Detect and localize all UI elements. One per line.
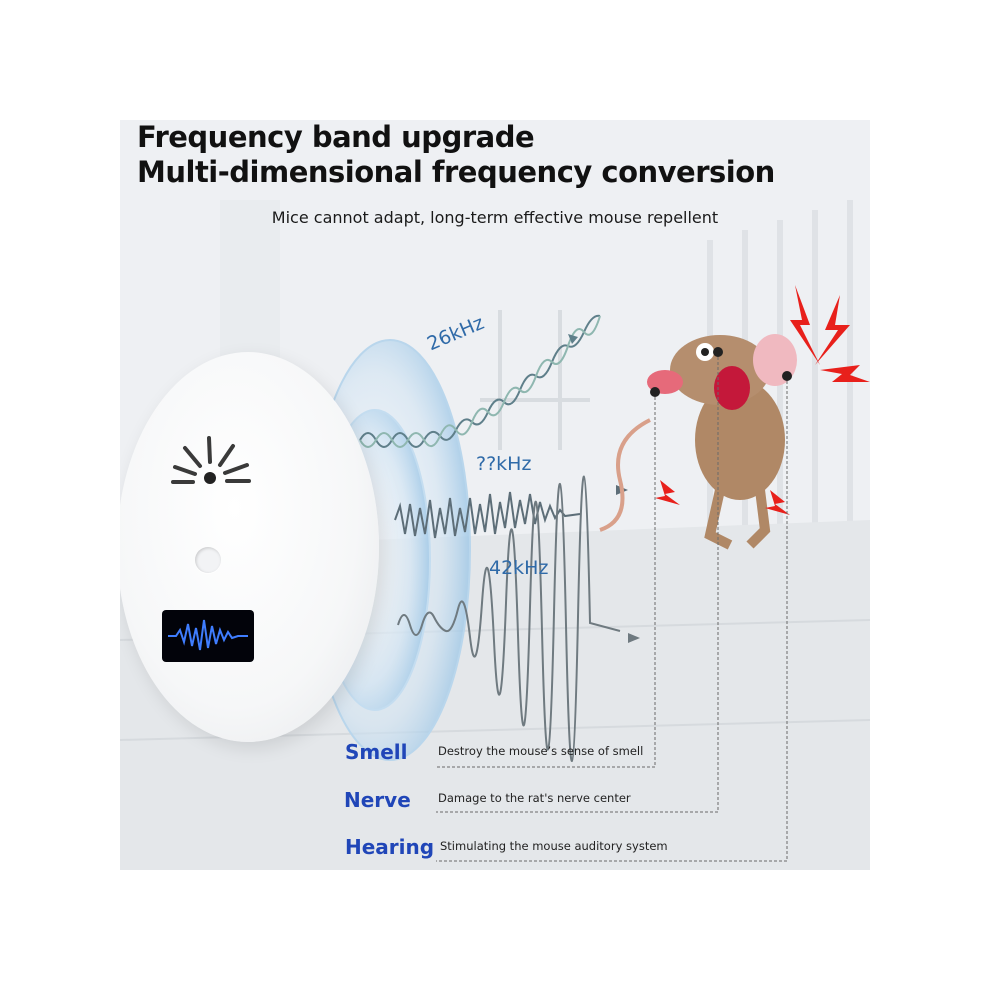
subtitle: Mice cannot adapt, long-term effective m…	[271, 208, 719, 227]
marker-dot-hearing	[782, 371, 792, 381]
wave-26khz-arrow	[568, 334, 578, 344]
headline-line-1: Frequency band upgrade	[137, 120, 535, 154]
frequency-label-2: ??kHz	[476, 453, 532, 475]
power-button[interactable]	[195, 547, 221, 573]
marker-dot-smell	[650, 387, 660, 397]
marker-dot-nerve	[713, 347, 723, 357]
effect-desc-hearing: Stimulating the mouse auditory system	[440, 839, 668, 853]
alert-lightning-marks	[655, 285, 870, 515]
wave-26khz-alt	[359, 315, 601, 448]
leader-line-smell	[436, 397, 656, 768]
leader-line-hearing	[436, 381, 788, 862]
waveform-display-screen	[162, 610, 254, 662]
product-banner: Frequency band upgrade Multi-dimensional…	[120, 120, 870, 870]
ultrasonic-repeller-device	[120, 352, 379, 742]
headline: Frequency band upgrade Multi-dimensional…	[137, 120, 775, 190]
wave-42khz	[397, 475, 621, 762]
wave-42khz-arrow	[628, 633, 640, 643]
headline-line-2: Multi-dimensional frequency conversion	[137, 155, 775, 189]
wave-mid-khz	[394, 491, 581, 539]
effect-desc-nerve: Damage to the rat's nerve center	[438, 791, 631, 805]
frequency-label-3: 42kHz	[489, 557, 549, 579]
rat-illustration	[599, 334, 797, 550]
effect-label-hearing: Hearing	[345, 835, 435, 859]
leader-line-nerve	[436, 357, 719, 813]
wave-26khz	[359, 314, 601, 448]
speaker-grille-icon	[171, 436, 251, 484]
waveform-icon	[168, 619, 248, 651]
effect-desc-smell: Destroy the mouse’s sense of smell	[438, 744, 644, 758]
effect-label-nerve: Nerve	[344, 788, 411, 812]
effect-label-smell: Smell	[345, 740, 408, 764]
